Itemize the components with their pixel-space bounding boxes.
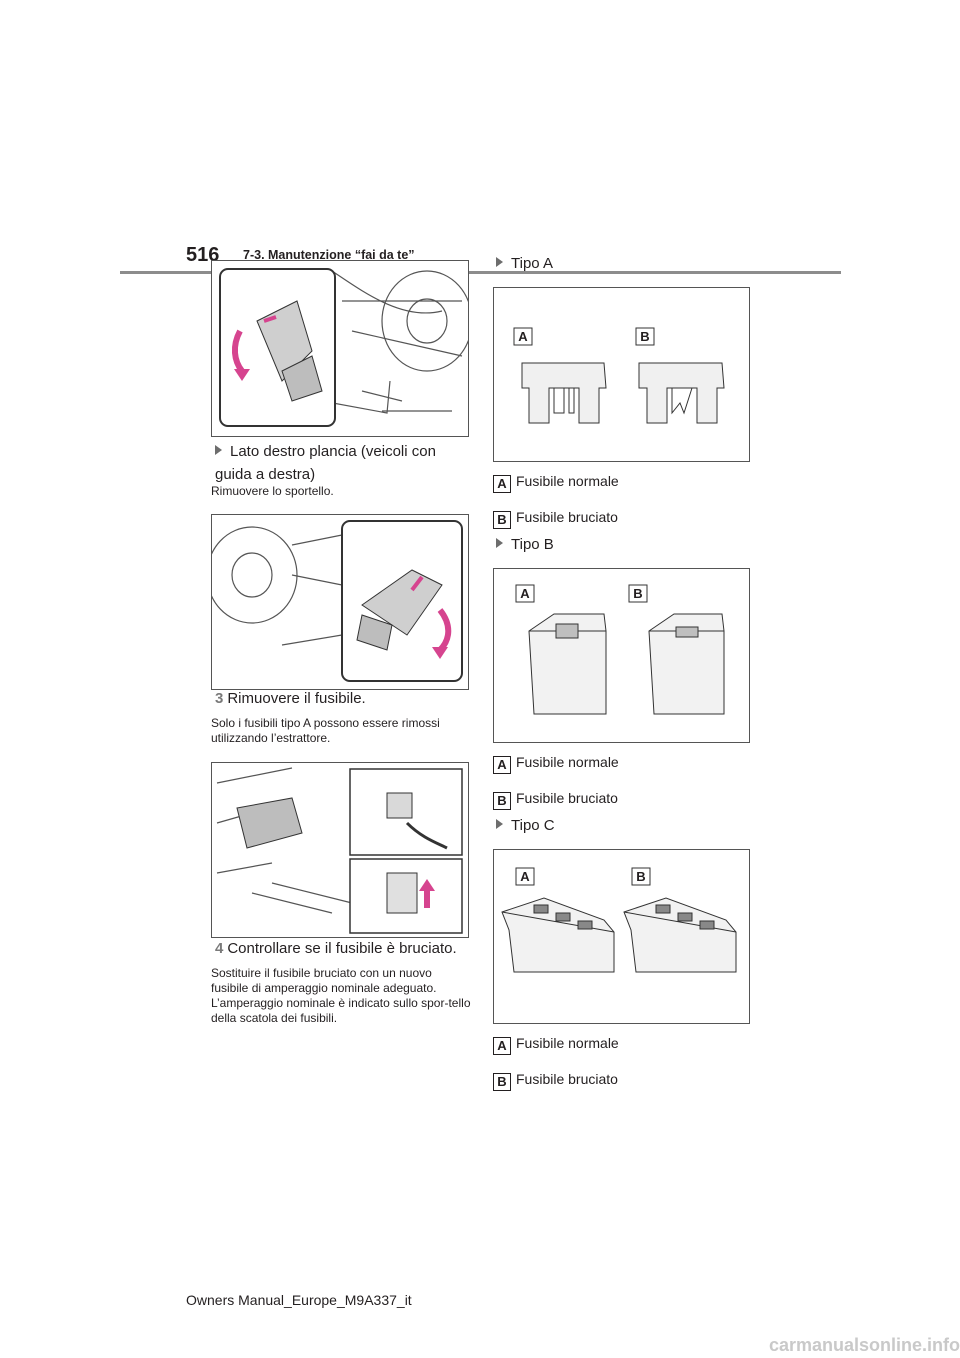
bullet-triangle-icon	[215, 445, 222, 455]
watermark: carmanualsonline.info	[768, 1335, 960, 1355]
fig-label-b: B	[636, 869, 645, 884]
fig-label-a: A	[520, 869, 530, 884]
figure-fuse-type-a: A B	[493, 287, 750, 462]
note-replace-fuse: Sostituire il fusibile bruciato con un n…	[211, 966, 471, 1025]
bullet-type-a: Tipo A	[496, 252, 553, 275]
fig-label-b: B	[640, 329, 649, 344]
note-remove-cover: Rimuovere lo sportello.	[211, 484, 334, 498]
fig-label-b: B	[633, 586, 642, 601]
figure-fuse-type-c: A B	[493, 849, 750, 1024]
bullet-right-dash: Lato destro plancia (veicoli con guida a…	[215, 443, 436, 483]
fig-label-a: A	[518, 329, 528, 344]
bullet-type-b: Tipo B	[496, 533, 554, 556]
fig-label-a: A	[520, 586, 530, 601]
figure-fuse-removal	[211, 762, 469, 938]
bullet-triangle-icon	[496, 257, 503, 267]
footer-doc-name: Owners Manual_Europe_M9A337_it	[186, 1292, 412, 1308]
figure-dashboard-cover-left	[211, 260, 469, 437]
figure-fuse-type-b: A B	[493, 568, 750, 743]
bullet-type-c: Tipo C	[496, 814, 555, 837]
section-title: 7-3. Manutenzione “fai da te”	[243, 248, 415, 262]
figure-dashboard-cover-right	[211, 514, 469, 690]
bullet-triangle-icon	[496, 538, 503, 548]
note-fuse-puller: Solo i fusibili tipo A possono essere ri…	[211, 716, 440, 745]
header-rule	[120, 271, 841, 274]
bullet-triangle-icon	[496, 819, 503, 829]
